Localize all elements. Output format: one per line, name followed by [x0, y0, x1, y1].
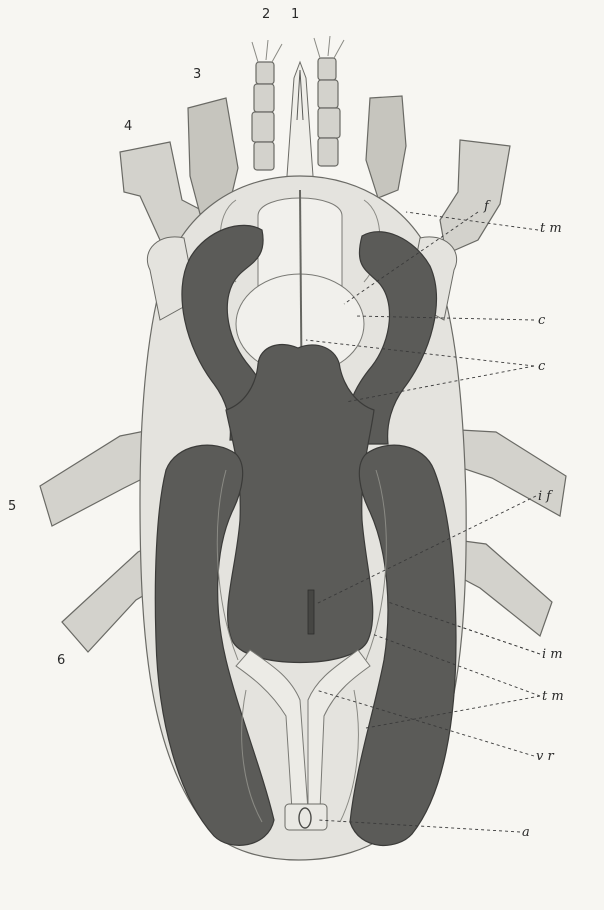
- mouthparts: [252, 36, 344, 190]
- stylet: [286, 62, 314, 190]
- number-1: 1: [291, 7, 299, 22]
- palp-left: [252, 40, 282, 170]
- number-6: 6: [57, 653, 65, 668]
- label-c2: c: [538, 359, 546, 374]
- number-3: 3: [193, 67, 201, 82]
- label-tm-bottom: t m: [542, 689, 564, 704]
- palp-right: [314, 36, 344, 166]
- number-4: 4: [124, 119, 132, 134]
- leader-im-b: [452, 624, 540, 654]
- label-im: i m: [542, 647, 563, 662]
- label-a: a: [522, 825, 530, 840]
- label-tm-top: t m: [540, 221, 562, 236]
- leg-right-outer: [440, 140, 510, 254]
- number-2: 2: [262, 7, 270, 22]
- label-c1: c: [538, 313, 546, 328]
- structure-labels: f t m c c i f i m t m v r a: [483, 199, 564, 840]
- label-vr: v r: [536, 749, 554, 764]
- leg-right-inner: [366, 96, 406, 198]
- number-5: 5: [8, 499, 16, 514]
- label-if: i f: [538, 489, 553, 504]
